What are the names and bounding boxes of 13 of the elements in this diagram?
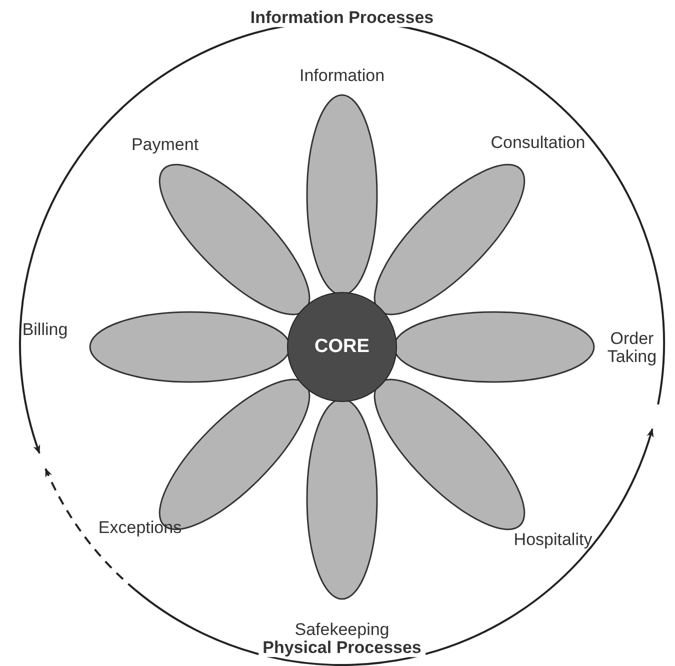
petal-label: Order Taking: [606, 330, 658, 366]
petal-label: Consultation: [490, 134, 586, 152]
petal-label: Billing: [22, 321, 68, 339]
petal-label: Payment: [131, 136, 199, 154]
petal-shape: [374, 164, 526, 316]
petal-label: Exceptions: [98, 519, 182, 537]
petal-shape: [158, 164, 310, 316]
petal-label: Safekeeping: [294, 621, 390, 639]
petal-label: Information: [299, 67, 385, 85]
core-label: CORE: [314, 336, 370, 358]
process-heading: Physical Processes: [258, 639, 426, 657]
petal-shape: [374, 378, 526, 530]
petal-label: Hospitality: [514, 531, 592, 549]
